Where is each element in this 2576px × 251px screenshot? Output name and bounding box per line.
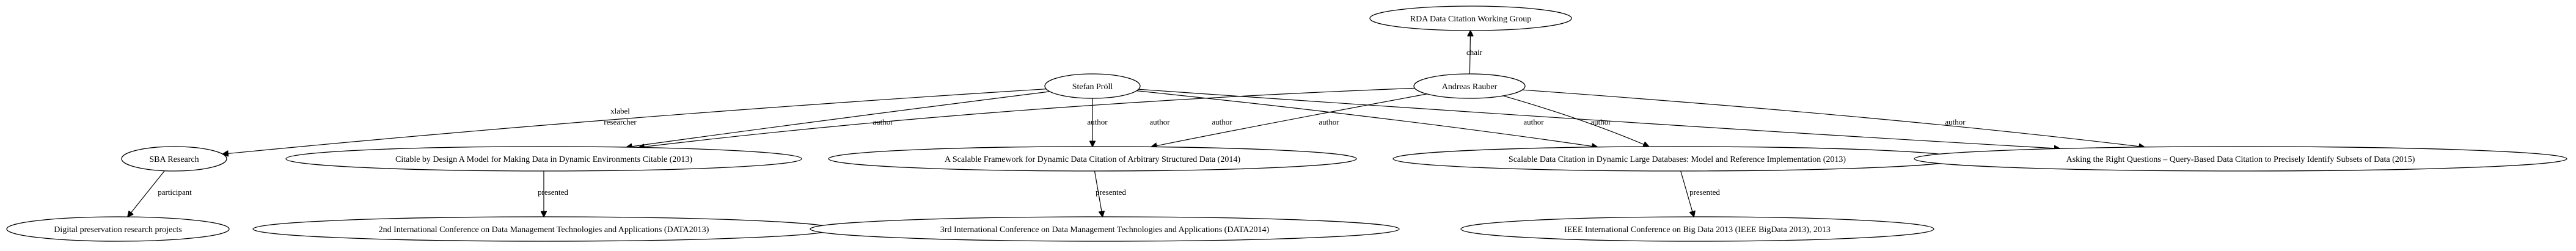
node-ellipse [1044,73,1141,99]
edge-label-sba-to-digital: participant [158,187,192,197]
edge-label-stefan-to-asking: author [1523,117,1544,126]
edges-layer [128,31,2145,217]
node-sba: SBA Research [121,146,227,172]
edge-stefan-to-asking [1138,89,2060,148]
edge-labels-layer: chair researcher xlabel author author author a… [158,48,1966,197]
edge-label-stefan-to-scalable-framework: author [1087,117,1108,126]
edge-label-stefan-to-citable: author [873,117,893,126]
edge-label-scalable-citation-to-ieee: presented [1689,187,1720,197]
edge-stefan-to-citable [626,91,1050,147]
edge-andreas-to-scalable-framework [1151,93,1427,147]
edge-label-citable-to-data2013: presented [538,187,568,197]
node-label: Scalable Data Citation in Dynamic Large … [1509,155,1846,164]
edge-andreas-to-scalable-citation [1503,95,1648,147]
node-andreas: Andreas Rauber [1413,73,1526,99]
node-ellipse [810,216,1400,242]
node-asking: Asking the Right Questions – Query-Based… [1914,146,2567,172]
node-ellipse [1460,216,1934,242]
node-label: Digital preservation research projects [54,225,182,235]
node-scalable-citation: Scalable Data Citation in Dynamic Large … [1392,146,1962,172]
edge-label-andreas-to-scalable-framework: author [1319,117,1339,126]
node-label: SBA Research [149,155,199,164]
edge-label-andreas-to-rda: chair [1466,48,1483,57]
node-label: 3rd International Conference on Data Man… [940,225,1270,235]
edge-label-scalable-framework-to-data2014: presented [1096,187,1126,197]
node-label: IEEE International Conference on Big Dat… [1564,225,1831,235]
node-ieee: IEEE International Conference on Big Dat… [1460,216,1934,242]
edge-label-andreas-to-scalable-citation: author [1590,117,1611,126]
node-label: 2nd International Conference on Data Man… [379,225,709,235]
node-label: Andreas Rauber [1442,82,1498,92]
edge-scalable-framework-to-data2014 [1094,170,1103,217]
edge-andreas-to-citable [639,87,1415,147]
node-ellipse [1369,5,1572,31]
node-data2014: 3rd International Conference on Data Man… [810,216,1400,242]
edge-label-andreas-to-citable: author [1149,117,1170,126]
edge-label-stefan-to-sba: researcher [604,117,637,126]
node-ellipse [121,146,227,172]
edge-sba-to-digital [128,170,165,217]
node-ellipse [285,146,802,172]
node-scalable-framework: A Scalable Framework for Dynamic Data Ci… [828,146,1357,172]
node-label: RDA Data Citation Working Group [1410,15,1532,24]
node-ellipse [1413,73,1526,99]
edge-scalable-citation-to-ieee [1680,170,1694,217]
edge-andreas-to-rda [1469,31,1470,75]
node-label: A Scalable Framework for Dynamic Data Ci… [945,155,1240,164]
edge-label-andreas-to-asking: author [1945,117,1966,126]
edge-andreas-to-asking [1522,89,2145,147]
node-citable: Citable by Design A Model for Making Dat… [285,146,802,172]
edge-stefan-to-scalable-citation [1136,90,1597,147]
node-ellipse [828,146,1357,172]
edge-label-stefan-to-scalable-citation: author [1212,117,1232,126]
node-data2013: 2nd International Conference on Data Man… [252,216,835,242]
edge-stefan-to-sba [222,89,1047,155]
node-label: Stefan Pröll [1072,82,1113,92]
node-ellipse [6,216,230,242]
node-label: Citable by Design A Model for Making Dat… [395,155,692,164]
node-rda: RDA Data Citation Working Group [1369,5,1572,31]
node-ellipse [1914,146,2567,172]
node-stefan: Stefan Pröll [1044,73,1141,99]
node-digital: Digital preservation research projects [6,216,230,242]
node-label: Asking the Right Questions – Query-Based… [2066,155,2415,164]
edge-xlabel-stefan-to-sba: xlabel [610,106,630,115]
